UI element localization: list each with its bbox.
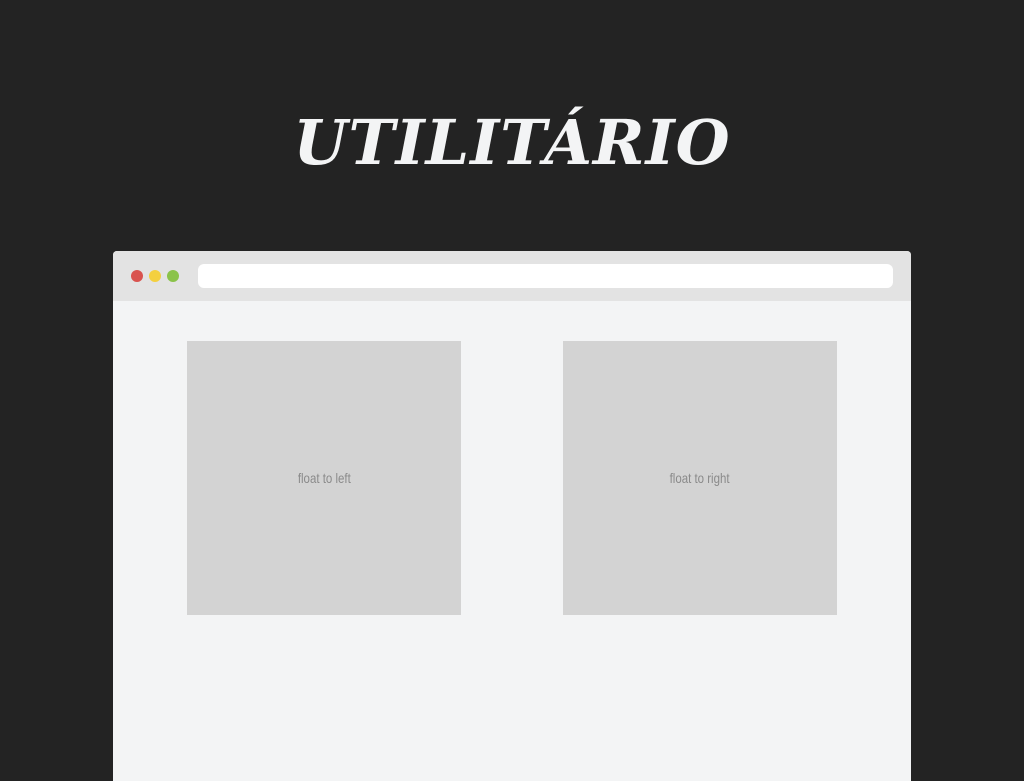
float-left-label: float to left	[297, 470, 351, 486]
browser-toolbar	[113, 251, 911, 301]
float-left-box: float to left	[187, 341, 461, 615]
browser-window: float to left float to right	[113, 251, 911, 781]
maximize-window-button[interactable]	[167, 270, 179, 282]
float-right-label: float to right	[670, 470, 730, 486]
page-title: UTILITÁRIO	[293, 106, 731, 179]
float-right-box: float to right	[563, 341, 837, 615]
close-window-button[interactable]	[131, 270, 143, 282]
minimize-window-button[interactable]	[149, 270, 161, 282]
address-bar[interactable]	[198, 264, 893, 288]
